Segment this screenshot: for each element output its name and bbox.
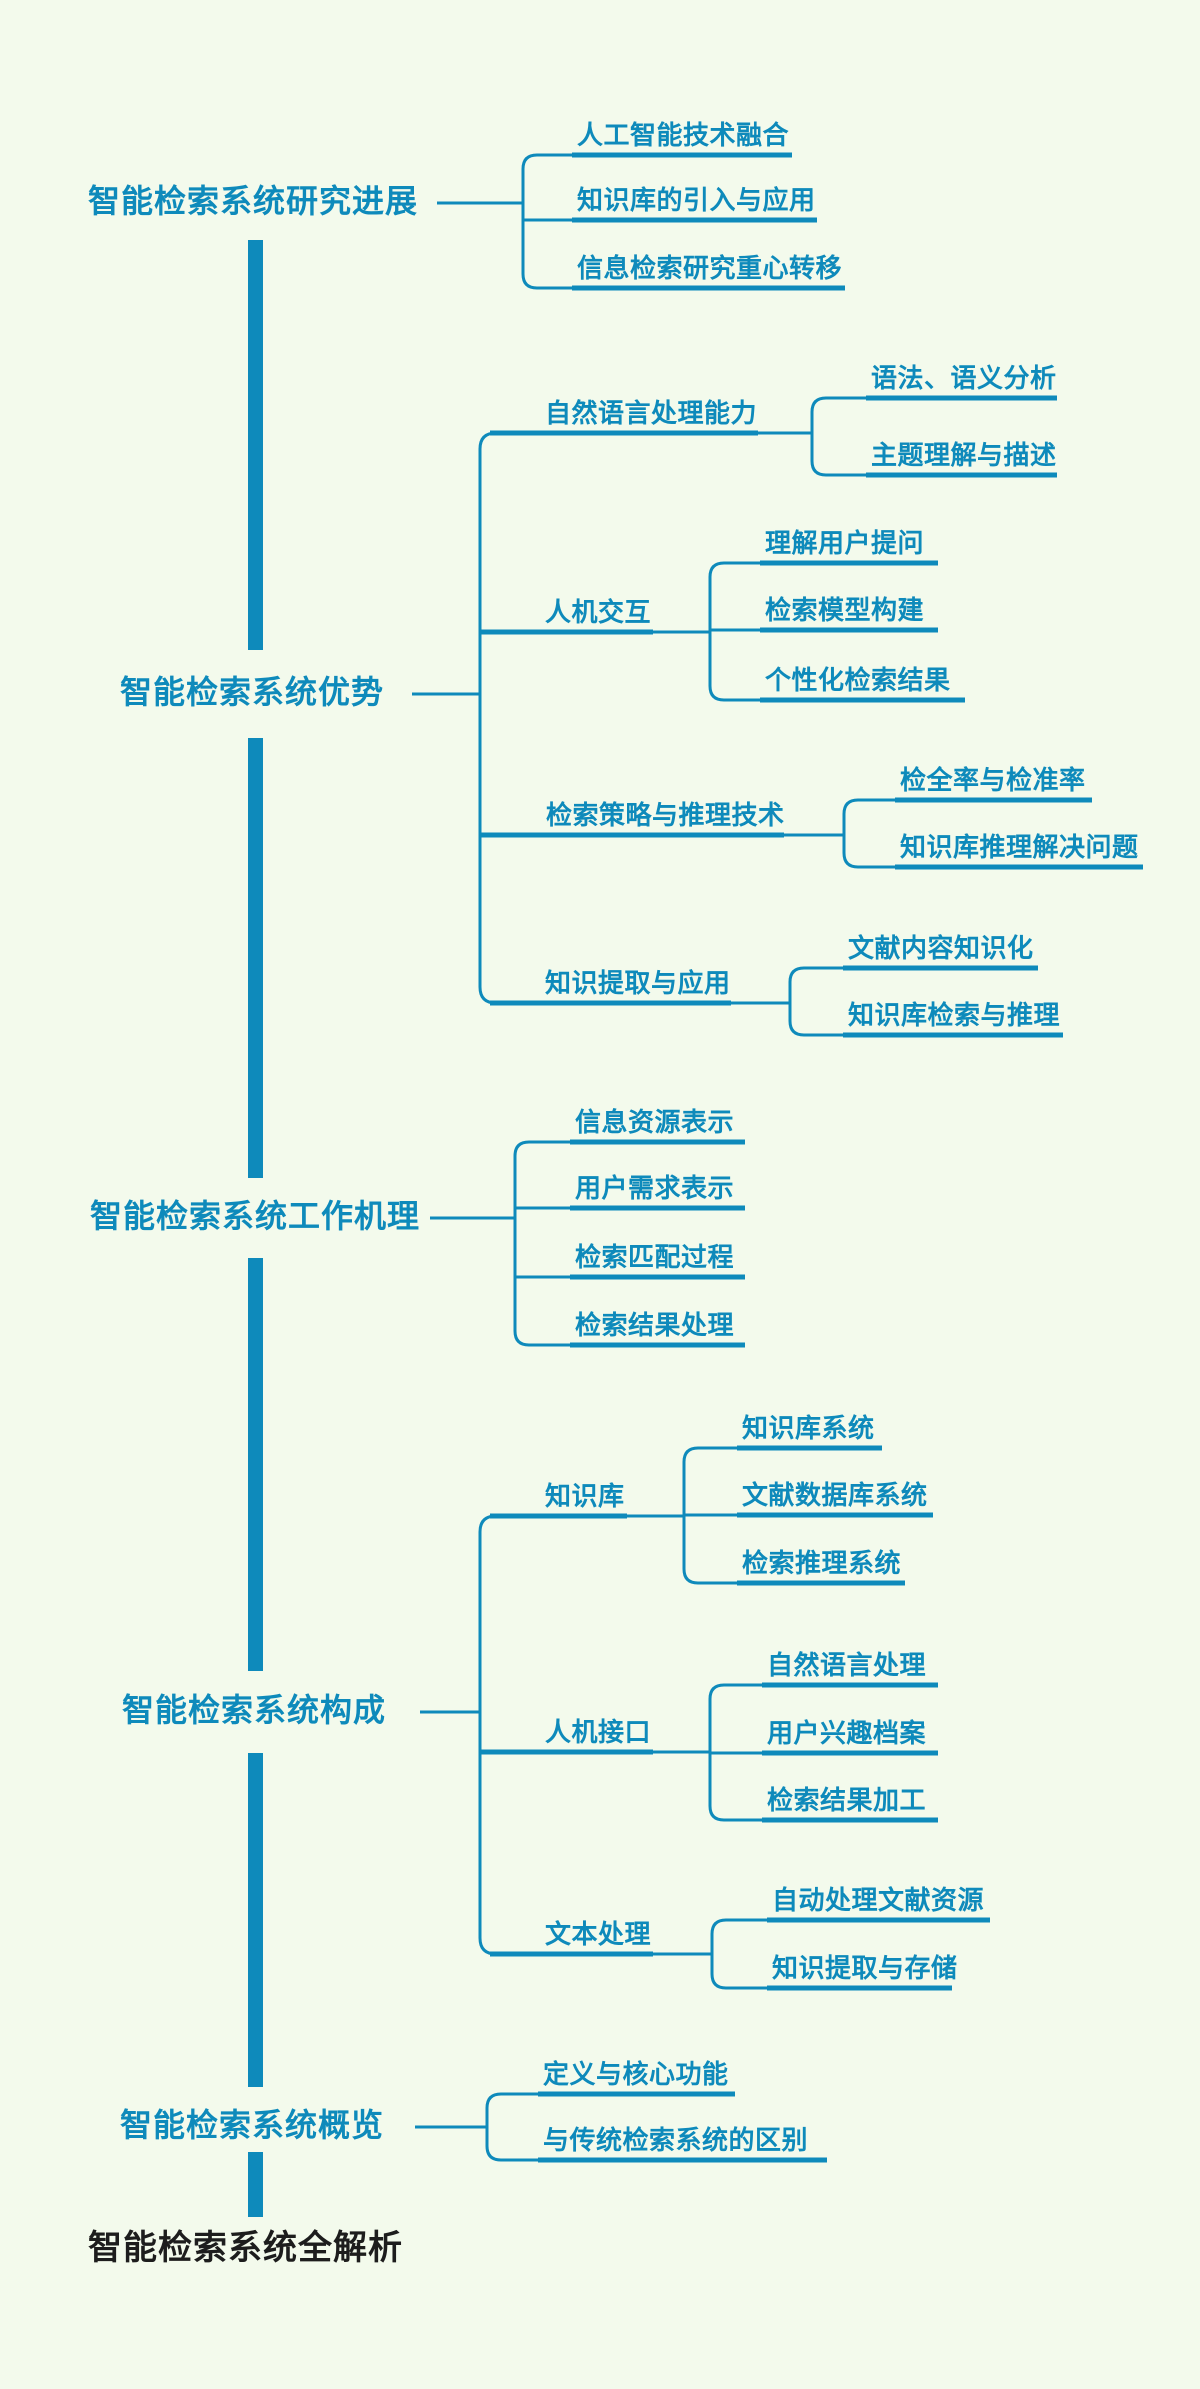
- leaf-knowledge-base-system[interactable]: 知识库系统: [742, 1414, 875, 1444]
- leaf-retrieval-matching-process[interactable]: 检索匹配过程: [575, 1243, 735, 1273]
- leaf-personalized-results[interactable]: 个性化检索结果: [765, 666, 951, 696]
- leaf-recall-precision[interactable]: 检全率与检准率: [900, 766, 1086, 796]
- subtopic-retrieval-strategy-reasoning[interactable]: 检索策略与推理技术: [546, 801, 785, 831]
- subtopic-text-processing[interactable]: 文本处理: [545, 1920, 652, 1950]
- subtopic-knowledge-extraction-application[interactable]: 知识提取与应用: [545, 969, 731, 999]
- leaf-document-database-system[interactable]: 文献数据库系统: [742, 1481, 928, 1511]
- leaf-retrieval-result-processing[interactable]: 检索结果处理: [575, 1311, 735, 1341]
- leaf-definition-core-functions[interactable]: 定义与核心功能: [543, 2060, 729, 2090]
- leaf-result-processing[interactable]: 检索结果加工: [767, 1786, 927, 1816]
- subtopic-human-machine-interface[interactable]: 人机接口: [545, 1718, 652, 1748]
- leaf-ai-tech-fusion[interactable]: 人工智能技术融合: [577, 121, 790, 151]
- leaf-retrieval-model-building[interactable]: 检索模型构建: [765, 596, 925, 626]
- leaf-difference-from-traditional[interactable]: 与传统检索系统的区别: [543, 2126, 809, 2156]
- leaf-topic-understanding[interactable]: 主题理解与描述: [871, 441, 1057, 471]
- leaf-info-resource-representation[interactable]: 信息资源表示: [575, 1108, 735, 1138]
- branch-connectors: [412, 153, 900, 2162]
- leaf-kb-retrieval-reasoning[interactable]: 知识库检索与推理: [848, 1001, 1061, 1031]
- leaf-retrieval-reasoning-system[interactable]: 检索推理系统: [742, 1549, 902, 1579]
- leaf-ir-research-shift[interactable]: 信息检索研究重心转移: [577, 254, 843, 284]
- leaf-kb-reasoning-solves[interactable]: 知识库推理解决问题: [900, 833, 1139, 863]
- leaf-understand-user-question[interactable]: 理解用户提问: [765, 529, 925, 559]
- subtopic-nlp-capability[interactable]: 自然语言处理能力: [545, 399, 758, 429]
- subtopic-knowledge-base[interactable]: 知识库: [545, 1482, 625, 1512]
- main-topic-research-progress[interactable]: 智能检索系统研究进展: [88, 182, 419, 220]
- leaf-syntax-semantic-analysis[interactable]: 语法、语义分析: [871, 364, 1057, 394]
- root-topic[interactable]: 智能检索系统全解析: [88, 2228, 403, 2268]
- spine: [248, 240, 263, 2217]
- node-underlines: [480, 152, 1143, 2163]
- leaf-natural-language-processing[interactable]: 自然语言处理: [767, 1651, 927, 1681]
- main-topic-working-mechanism[interactable]: 智能检索系统工作机理: [90, 1197, 421, 1235]
- main-topic-overview[interactable]: 智能检索系统概览: [120, 2106, 385, 2144]
- main-topic-composition[interactable]: 智能检索系统构成: [122, 1691, 387, 1729]
- leaf-knowledge-base-intro[interactable]: 知识库的引入与应用: [577, 186, 816, 216]
- leaf-auto-process-documents[interactable]: 自动处理文献资源: [772, 1886, 985, 1916]
- main-topic-advantages[interactable]: 智能检索系统优势: [120, 673, 385, 711]
- leaf-knowledge-extract-store[interactable]: 知识提取与存储: [772, 1954, 958, 1984]
- subtopic-human-computer-interaction[interactable]: 人机交互: [545, 598, 652, 628]
- leaf-doc-content-knowledge[interactable]: 文献内容知识化: [848, 934, 1034, 964]
- leaf-user-interest-profile[interactable]: 用户兴趣档案: [767, 1719, 927, 1749]
- leaf-user-need-representation[interactable]: 用户需求表示: [575, 1174, 735, 1204]
